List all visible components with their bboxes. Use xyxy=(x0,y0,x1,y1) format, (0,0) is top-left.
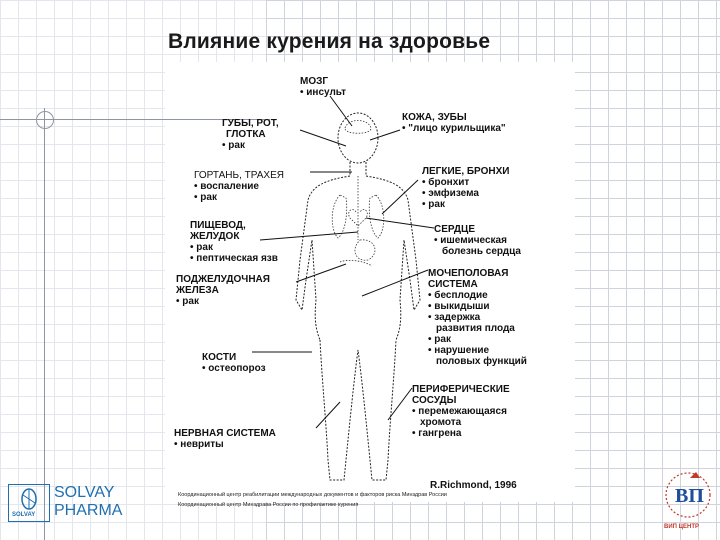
label-pancreas-heading-1: ПОДЖЕЛУДОЧНАЯ xyxy=(176,274,270,285)
label-esophagus-item-1: • рак xyxy=(190,242,213,253)
label-brain: МОЗГ • инсульт xyxy=(300,76,346,98)
label-lips-heading-2: ГЛОТКА xyxy=(226,129,266,140)
heart-shape xyxy=(348,209,368,227)
label-esophagus-heading-1: ПИЩЕВОД, xyxy=(190,220,246,231)
citation: R.Richmond, 1996 xyxy=(430,480,517,491)
label-skin-heading: КОЖА, ЗУБЫ xyxy=(402,112,467,123)
label-lungs-item-3: • рак xyxy=(422,199,445,210)
label-vessels-item-3: • гангрена xyxy=(412,428,462,439)
vp-logo-subtitle: ВИП ЦЕНТР xyxy=(664,524,700,530)
label-brain-item: • инсульт xyxy=(300,87,346,98)
leader-lungs xyxy=(381,179,419,215)
label-lungs-item-2: • эмфизема xyxy=(422,188,479,199)
solvay-pharma-wordmark: SOLVAY PHARMA xyxy=(54,484,122,520)
label-heart: СЕРДЦЕ • ишемическая болезнь сердца xyxy=(434,224,521,257)
solvay-emblem-icon xyxy=(21,488,37,510)
label-bones: КОСТИ • остеопороз xyxy=(202,352,266,374)
brain-shape xyxy=(344,120,372,134)
label-heart-item-2: болезнь сердца xyxy=(442,246,521,257)
leader-lips xyxy=(299,129,347,147)
slide-title: Влияние курения на здоровье xyxy=(168,30,491,53)
label-nerves-item: • невриты xyxy=(174,439,224,450)
label-pancreas: ПОДЖЕЛУДОЧНАЯ ЖЕЛЕЗА • рак xyxy=(176,274,270,307)
label-vessels-heading-2: СОСУДЫ xyxy=(412,395,457,406)
label-larynx-item-2: • рак xyxy=(194,192,217,203)
label-vessels: ПЕРИФЕРИЧЕСКИЕ СОСУДЫ • перемежающаяся х… xyxy=(412,384,510,439)
label-larynx-heading: ГОРТАНЬ, ТРАХЕЯ xyxy=(194,170,284,181)
leader-heart xyxy=(365,217,435,229)
label-lips: ГУБЫ, РОТ, ГЛОТКА • рак xyxy=(222,118,279,151)
label-lungs-heading: ЛЕГКИЕ, БРОНХИ xyxy=(422,166,510,177)
label-nerves-heading: НЕРВНАЯ СИСТЕМА xyxy=(174,428,276,439)
label-lips-heading-1: ГУБЫ, РОТ, xyxy=(222,118,279,129)
label-nerves: НЕРВНАЯ СИСТЕМА • невриты xyxy=(174,428,276,450)
left-lung-shape xyxy=(331,194,348,239)
leader-brain xyxy=(329,95,353,127)
leader-pancreas xyxy=(295,263,347,283)
label-esophagus-heading-2: ЖЕЛУДОК xyxy=(190,231,240,242)
label-larynx: ГОРТАНЬ, ТРАХЕЯ • воспаление • рак xyxy=(194,170,284,203)
right-lung-shape xyxy=(368,194,385,239)
label-urogenital-item-7: половых функций xyxy=(436,356,527,367)
decorative-crosshair-vertical xyxy=(44,108,45,540)
label-esophagus: ПИЩЕВОД, ЖЕЛУДОК • рак • пептическая язв xyxy=(190,220,278,264)
label-urogenital: МОЧЕПОЛОВАЯ СИСТЕМА • бесплодие • выкиды… xyxy=(428,268,527,367)
label-lips-item: • рак xyxy=(222,140,245,151)
solvay-logo-mark xyxy=(8,484,50,522)
label-urogenital-item-1: • бесплодие xyxy=(428,290,488,301)
label-vessels-item-1: • перемежающаяся xyxy=(412,406,507,417)
footer-line-1: Координационный центр реабилитации между… xyxy=(178,492,447,498)
label-skin-item: • "лицо курильщика" xyxy=(402,123,506,134)
label-heart-heading: СЕРДЦЕ xyxy=(434,224,476,235)
label-skin: КОЖА, ЗУБЫ • "лицо курильщика" xyxy=(402,112,506,134)
label-heart-item-1: • ишемическая xyxy=(434,235,507,246)
label-urogenital-item-6: • нарушение xyxy=(428,345,490,356)
decorative-crosshair-circle xyxy=(36,111,54,129)
label-urogenital-heading-1: МОЧЕПОЛОВАЯ xyxy=(428,268,509,279)
leader-skin xyxy=(369,129,401,141)
label-larynx-item-1: • воспаление xyxy=(194,181,259,192)
label-pancreas-item: • рак xyxy=(176,296,199,307)
label-urogenital-item-3: • задержка xyxy=(428,312,481,323)
label-urogenital-item-4: развития плода xyxy=(436,323,515,334)
leader-esophagus xyxy=(259,231,359,241)
label-urogenital-item-5: • рак xyxy=(428,334,451,345)
label-esophagus-item-2: • пептическая язв xyxy=(190,253,278,264)
footer-line-2: Координационный центр Минздрава России п… xyxy=(178,502,359,508)
head-outline xyxy=(337,112,379,164)
label-lungs: ЛЕГКИЕ, БРОНХИ • бронхит • эмфизема • ра… xyxy=(422,166,509,210)
label-bones-heading: КОСТИ xyxy=(202,352,237,363)
svg-text:ВП: ВП xyxy=(675,485,704,507)
stomach-shape xyxy=(354,239,376,261)
label-brain-heading: МОЗГ xyxy=(300,76,329,87)
label-bones-item: • остеопороз xyxy=(202,363,266,374)
decorative-crosshair-horizontal xyxy=(0,119,270,120)
label-urogenital-item-2: • выкидыши xyxy=(428,301,490,312)
leader-urogenital xyxy=(361,269,429,297)
label-pancreas-heading-2: ЖЕЛЕЗА xyxy=(176,285,219,296)
slide-content-area xyxy=(165,62,575,502)
label-lungs-item-1: • бронхит xyxy=(422,177,470,188)
solvay-logo-small-text: SOLVAY xyxy=(12,512,36,518)
label-vessels-item-2: хромота xyxy=(420,417,462,428)
neck-outline xyxy=(349,162,367,176)
label-urogenital-heading-2: СИСТЕМА xyxy=(428,279,478,290)
solvay-wordmark-line1: SOLVAY xyxy=(54,484,115,501)
label-vessels-heading-1: ПЕРИФЕРИЧЕСКИЕ xyxy=(412,384,510,395)
legs-outline xyxy=(319,339,397,481)
solvay-wordmark-line2: PHARMA xyxy=(54,502,123,519)
leader-nerves xyxy=(315,401,341,429)
vp-center-logo: ВП xyxy=(665,472,711,518)
pancreas-shape xyxy=(339,259,373,267)
leader-vessels xyxy=(387,387,413,421)
torso-outline xyxy=(295,175,421,341)
